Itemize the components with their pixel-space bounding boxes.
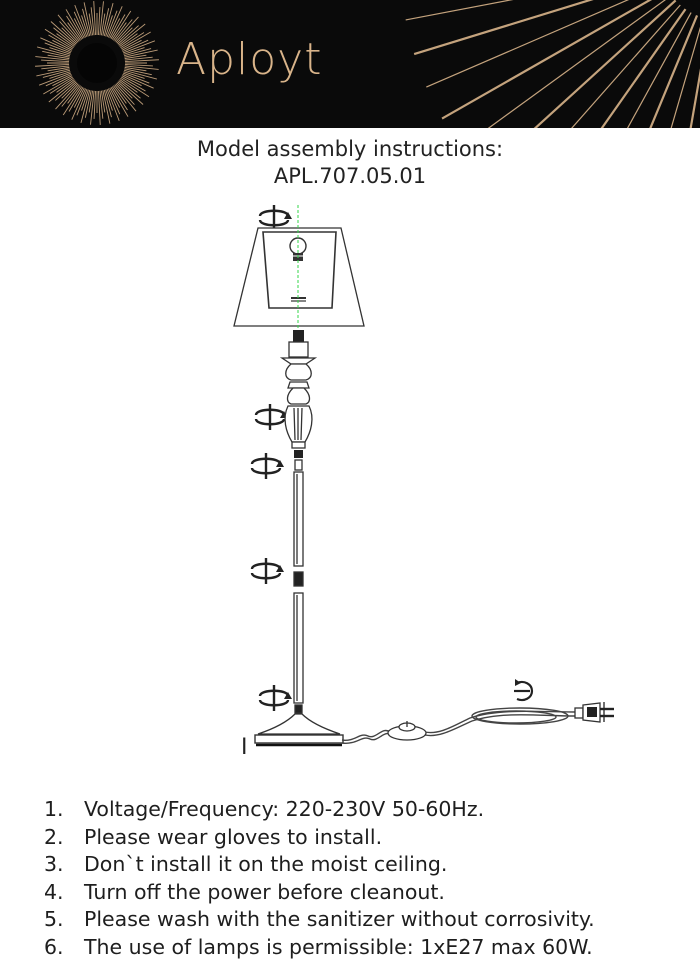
instruction-text: Please wash with the sanitizer without c… <box>84 907 595 932</box>
rotate-arrow-icon <box>250 556 286 586</box>
connector <box>294 450 303 458</box>
instruction-item: 5. Please wash with the sanitizer without… <box>44 906 694 934</box>
instruction-text: Don`t install it on the moist ceiling. <box>84 852 448 877</box>
lamp-shade <box>233 227 365 327</box>
rotate-arrow-icon <box>514 679 534 702</box>
title-line-1: Model assembly instructions: <box>196 137 504 161</box>
instruction-item: 3. Don`t install it on the moist ceiling. <box>44 851 694 879</box>
instructions-list: 1. Voltage/Frequency: 220-230V 50-60Hz. 2.… <box>44 796 694 962</box>
sunburst-rays-decoration <box>405 0 700 128</box>
plug-icon <box>574 702 614 723</box>
instruction-text: The use of lamps is permissible: 1xE27 m… <box>84 934 593 959</box>
rotate-arrow-icon <box>258 683 294 713</box>
rotate-arrow-icon <box>250 451 286 481</box>
instruction-item: 4. Turn off the power before cleanout. <box>44 879 694 907</box>
instruction-item: 2. Please wear gloves to install. <box>44 824 694 852</box>
lamp-base: I <box>241 713 344 760</box>
brand-logo-text: Aployt <box>176 34 323 85</box>
power-cord <box>341 707 576 744</box>
assembly-diagram: I <box>233 203 614 760</box>
rotate-arrow-icon <box>258 203 294 233</box>
instruction-text: Turn off the power before cleanout. <box>84 879 445 904</box>
base-marker-label: I <box>241 735 248 760</box>
instruction-number: 3. <box>44 852 64 877</box>
instruction-item: 1. Voltage/Frequency: 220-230V 50-60Hz. <box>44 796 694 824</box>
lamp-column-upper <box>279 357 318 449</box>
model-number: APL.707.05.01 <box>273 164 427 188</box>
page-title: Model assembly instructions: APL.707.05.… <box>0 136 700 190</box>
foot-switch-icon <box>387 721 427 741</box>
instruction-text: Voltage/Frequency: 220-230V 50-60Hz. <box>84 797 485 821</box>
instruction-number: 4. <box>44 879 64 904</box>
instruction-item: 6. The use of lamps is permissible: 1xE27… <box>44 934 694 962</box>
instruction-number: 6. <box>44 934 64 959</box>
instruction-number: 2. <box>44 824 64 849</box>
sunburst-decoration <box>35 0 700 128</box>
lamp-socket <box>288 330 309 358</box>
instruction-number: 1. <box>44 797 64 821</box>
rotate-arrow-icon <box>254 402 290 432</box>
instruction-text: Please wear gloves to install. <box>84 824 383 849</box>
instruction-number: 5. <box>44 907 64 932</box>
header-banner: Aployt <box>0 0 700 128</box>
sunburst-logo-icon <box>35 1 159 125</box>
lamp-stem <box>293 459 304 714</box>
